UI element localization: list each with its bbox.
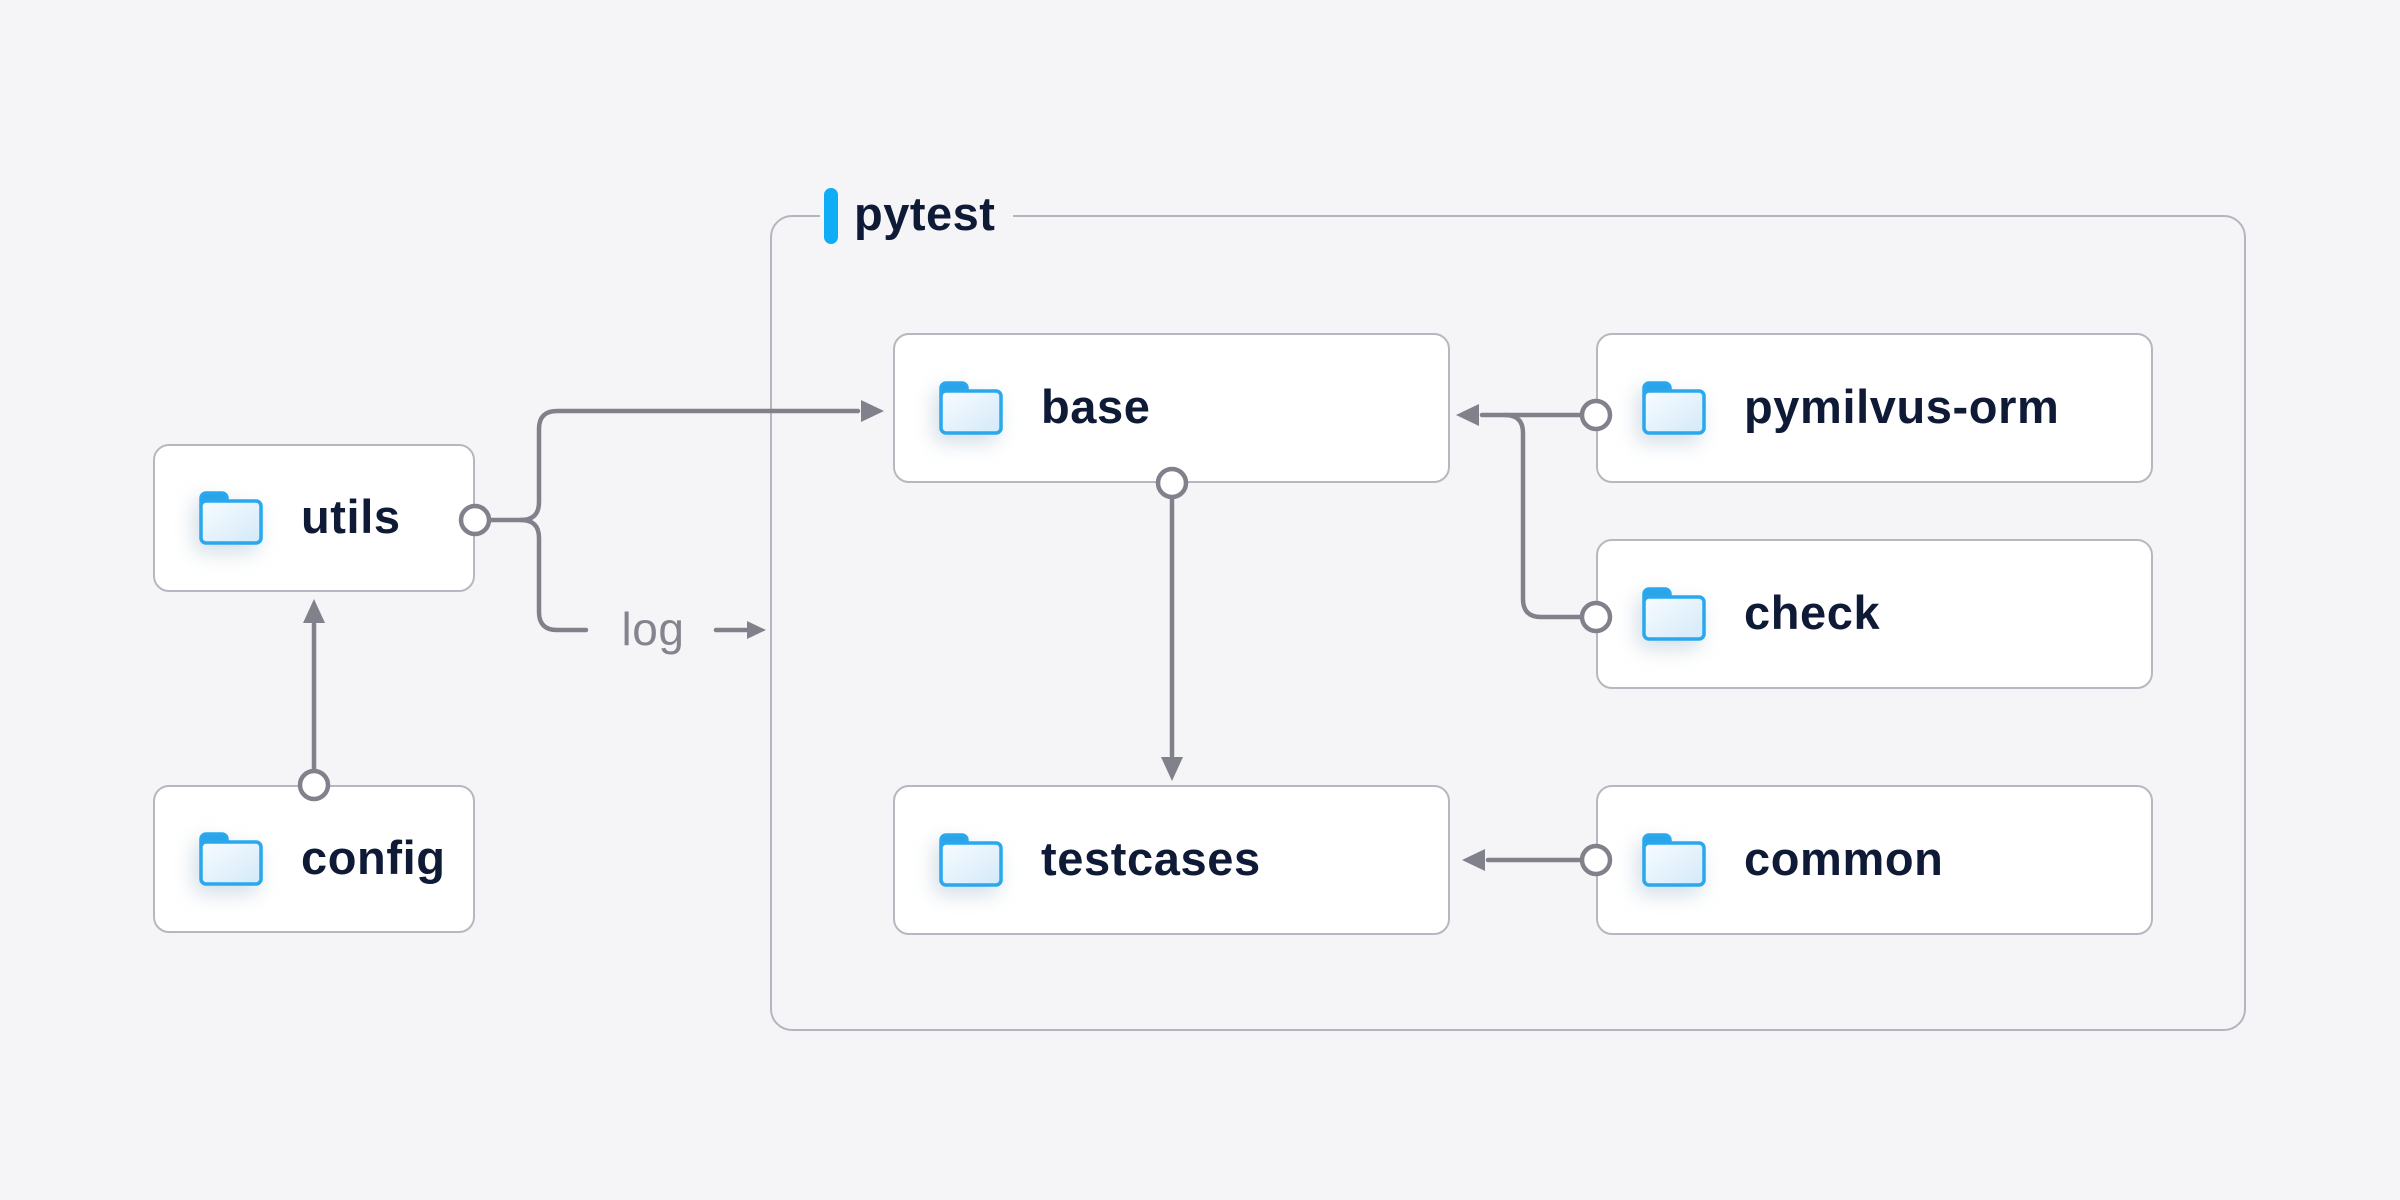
folder-icon (1642, 833, 1706, 887)
folder-icon (939, 833, 1003, 887)
node-label: check (1744, 585, 1881, 639)
pytest-group-container (770, 215, 2246, 1031)
group-title-label: pytest (854, 186, 996, 240)
node-label: utils (301, 489, 401, 543)
node-config: config (153, 785, 475, 933)
node-base: base (893, 333, 1450, 483)
node-label: pymilvus-orm (1744, 379, 2060, 433)
node-testcases: testcases (893, 785, 1450, 935)
node-pymilvus-orm: pymilvus-orm (1596, 333, 2153, 483)
node-label: base (1041, 379, 1151, 433)
folder-icon (1642, 587, 1706, 641)
folder-icon (939, 381, 1003, 435)
folder-icon (199, 832, 263, 886)
node-utils: utils (153, 444, 475, 592)
pytest-group-title: pytest (820, 186, 1014, 246)
node-label: common (1744, 831, 1944, 885)
edge-config-utils (297, 599, 331, 802)
node-check: check (1596, 539, 2153, 689)
accent-bar (824, 188, 838, 244)
node-label: testcases (1041, 831, 1261, 885)
edge-label-log: log (621, 603, 685, 655)
node-common: common (1596, 785, 2153, 935)
folder-icon (1642, 381, 1706, 435)
folder-icon (199, 491, 263, 545)
node-label: config (301, 830, 446, 884)
